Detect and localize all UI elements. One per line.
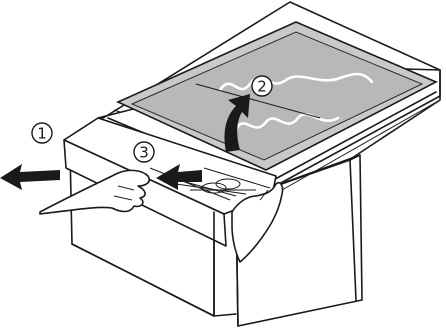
svg-text:1: 1 [37,125,47,143]
svg-text:2: 2 [257,78,267,96]
step-2-label: 2 [252,76,272,96]
pull-arrow-icon [0,164,60,190]
step-1-label: 1 [32,123,52,143]
step-3-label: 3 [134,142,154,162]
svg-text:3: 3 [139,144,149,162]
